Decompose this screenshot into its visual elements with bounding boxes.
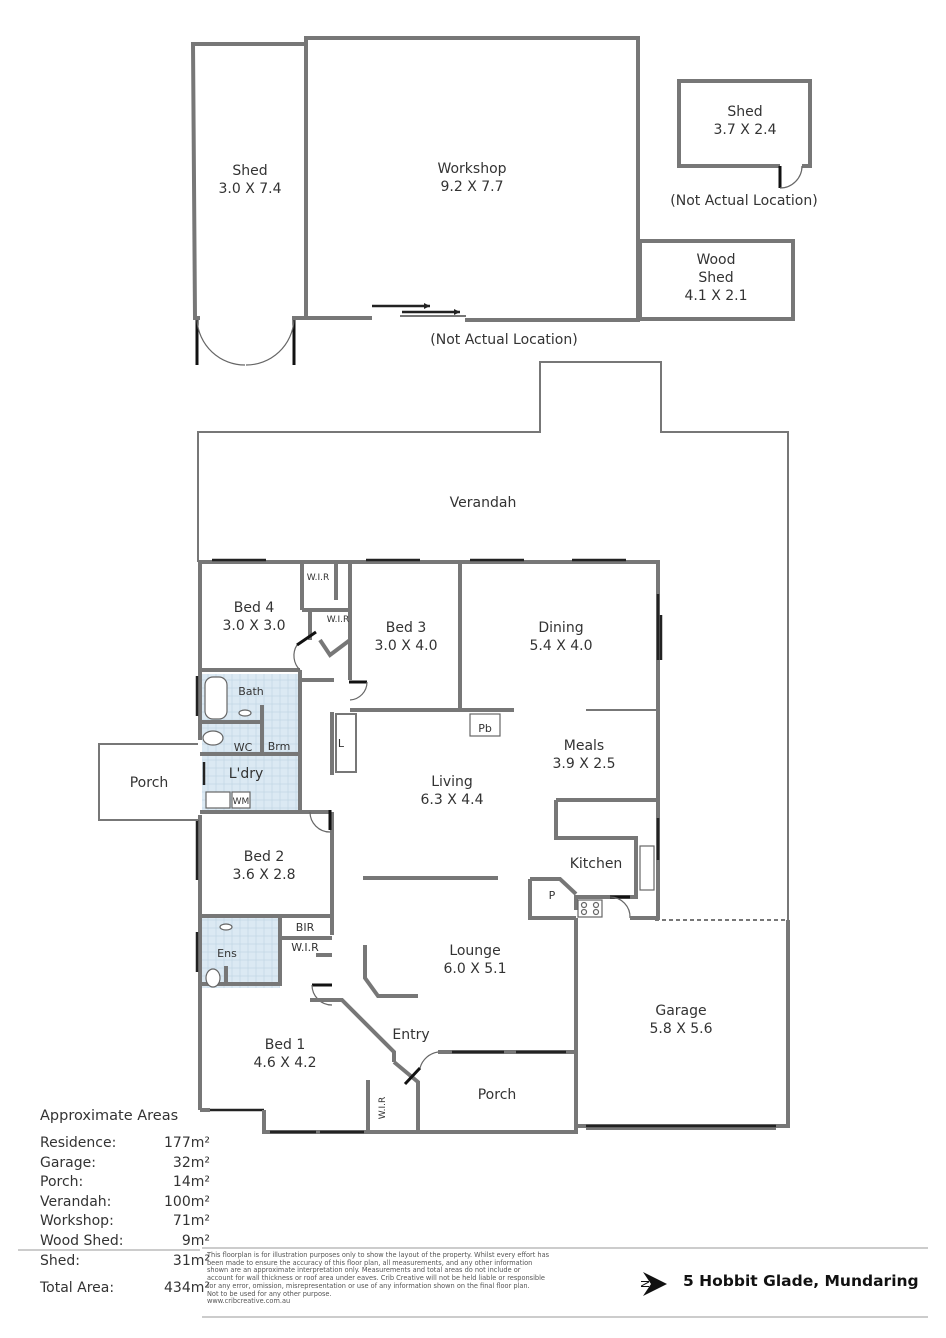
slide-arrow-icon: [424, 303, 430, 309]
label-living: Living: [431, 774, 473, 790]
label-porch-front: Porch: [478, 1087, 517, 1103]
label-meals-size: 3.9 X 2.5: [552, 756, 615, 772]
label-workshop: Workshop: [437, 161, 506, 177]
powder-box: [469, 713, 501, 737]
label-porch-side: Porch: [130, 775, 169, 791]
label-bir: BIR: [296, 921, 315, 934]
lounge-walls: [363, 876, 498, 998]
label-dining: Dining: [538, 620, 583, 636]
label-bed1: Bed 1: [265, 1037, 305, 1053]
label-wir-bed4: W.I.R: [307, 573, 330, 583]
area-row: Shed:31m²: [40, 1252, 210, 1269]
label-verandah: Verandah: [450, 495, 517, 511]
label-bed2: Bed 2: [244, 849, 284, 865]
label-entry: Entry: [392, 1027, 429, 1043]
disclaimer: This floorplan is for illustration purpo…: [207, 1251, 550, 1306]
bathtub-icon: [204, 676, 228, 720]
label-kitchen: Kitchen: [570, 856, 623, 872]
label-wir-bed1: W.I.R: [378, 1097, 388, 1120]
label-ens: Ens: [217, 947, 237, 960]
bed4-walls: [293, 564, 352, 680]
label-wood-shed-1: Wood: [696, 252, 735, 268]
label-bed4: Bed 4: [234, 600, 275, 616]
label-shed: Shed: [232, 163, 267, 179]
label-wm: WM: [233, 797, 250, 807]
label-laundry: L'dry: [229, 766, 264, 782]
label-bed1-size: 4.6 X 4.2: [253, 1055, 316, 1071]
area-row: Porch:14m²: [40, 1174, 210, 1191]
label-wir-bed2: W.I.R: [291, 941, 319, 954]
side-porch: [98, 743, 198, 821]
house-outline: [197, 361, 789, 921]
cooktop-icon: [577, 899, 603, 918]
label-pantry: P: [549, 889, 556, 902]
sink-icon: [205, 791, 231, 809]
area-row: Residence:177m²: [40, 1135, 210, 1151]
label-wir-bed3: W.I.R: [327, 615, 350, 625]
label-workshop-size: 9.2 X 7.7: [440, 179, 503, 195]
label-garage: Garage: [655, 1003, 706, 1019]
north-arrow-icon: N: [639, 1272, 667, 1296]
area-row: Workshop:71m²: [40, 1213, 210, 1230]
label-lounge-size: 6.0 X 5.1: [443, 961, 506, 977]
shed-large: [190, 42, 308, 366]
note-not-actual-1: (Not Actual Location): [670, 193, 817, 209]
bed2-walls: [200, 914, 333, 1006]
kitchen-sink-icon: [639, 845, 655, 891]
label-bed3: Bed 3: [386, 620, 426, 636]
label-bed2-size: 3.6 X 2.8: [232, 867, 295, 883]
label-meals: Meals: [564, 738, 604, 754]
label-linen: L: [338, 737, 345, 750]
label-bed3-size: 3.0 X 4.0: [374, 638, 437, 654]
label-brm: Brm: [268, 740, 291, 753]
label-wood-shed-2: Shed: [698, 270, 733, 286]
label-living-size: 6.3 X 4.4: [420, 792, 483, 808]
washing-machine-icon: [231, 791, 251, 809]
label-shed-small-size: 3.7 X 2.4: [713, 122, 776, 138]
hallway-walls: [300, 678, 357, 935]
shed-small: [677, 79, 812, 189]
label-garage-size: 5.8 X 5.6: [649, 1021, 712, 1037]
kitchen-walls: [528, 798, 660, 920]
bed3-walls: [349, 564, 659, 716]
wet-areas: [200, 668, 330, 988]
toilet-icon: [202, 730, 224, 746]
label-pb: Pb: [478, 722, 492, 735]
area-total-row: Total Area:434m²: [40, 1280, 210, 1297]
label-shed-small: Shed: [727, 104, 762, 120]
workshop: [304, 36, 640, 322]
basin-icon: [238, 709, 252, 717]
label-bath: Bath: [238, 685, 264, 698]
garage-walls: [574, 918, 790, 1130]
label-wood-shed-size: 4.1 X 2.1: [684, 288, 747, 304]
areas-heading: Approximate Areas: [40, 1108, 179, 1124]
rear-wall: [198, 558, 663, 920]
areas-table: Approximate Areas Residence:177m² Garage…: [40, 1108, 210, 1299]
property-address: 5 Hobbit Glade, Mundaring: [683, 1272, 919, 1290]
area-row: Garage:32m²: [40, 1154, 210, 1171]
label-lounge: Lounge: [449, 943, 500, 959]
label-wc: WC: [234, 741, 253, 754]
wood-shed: [638, 239, 795, 321]
label-dining-size: 5.4 X 4.0: [529, 638, 592, 654]
note-not-actual-2: (Not Actual Location): [430, 332, 577, 348]
area-row: Wood Shed:9m²: [40, 1232, 210, 1249]
label-bed4-size: 3.0 X 3.0: [222, 618, 285, 634]
left-wall: [195, 562, 202, 1110]
compass-letter: N: [639, 1280, 652, 1288]
label-shed-size: 3.0 X 7.4: [218, 181, 281, 197]
area-row: Verandah:100m²: [40, 1193, 210, 1210]
